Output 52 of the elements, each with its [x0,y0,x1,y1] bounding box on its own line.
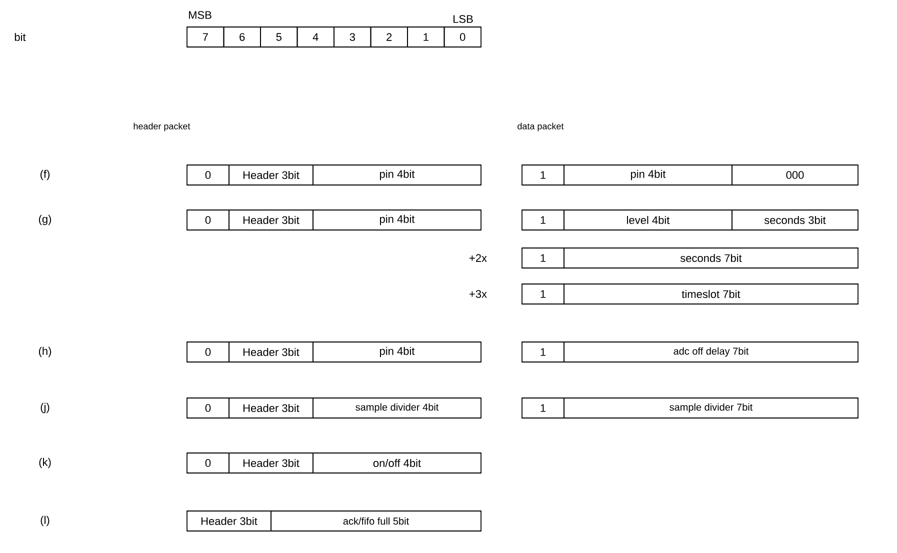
bit-field-cell: 1 [522,210,564,230]
row-label: (f) [40,170,50,180]
row-label: (k) [39,458,51,468]
bit-field-cell: pin 4bit [312,164,482,186]
row-label: (g) [38,214,52,226]
row-label: (h) [38,346,52,358]
bit-field-cell: 0 [186,164,230,186]
bit-field-cell: Header 3bit [186,510,272,532]
section-heading: header packet [134,122,190,132]
bit-field-cell: 0 [186,398,230,418]
bit-label: LSB [454,15,473,23]
row-label: bit [14,32,26,42]
bit-field-cell: 000 [732,164,858,186]
bit-field-cell: sample divider 7bit [564,398,858,418]
bit-field-cell: 1 [522,284,564,304]
bit-label: MSB [189,11,212,19]
bit-field-cell: 0 [444,26,482,48]
bit-field-cell: 6 [223,26,261,48]
bit-field-cell: 0 [186,452,230,474]
section-heading: data packet [518,122,564,132]
bit-field-cell: sample divider 4bit [312,398,482,418]
bit-field-cell: 1 [522,398,564,418]
bit-field-cell: 1 [407,26,445,48]
bit-field-cell: 4 [296,26,334,48]
bit-field-cell: 5 [260,26,298,48]
bit-field-cell: pin 4bit [312,210,482,230]
bit-field-cell: pin 4bit [312,342,482,362]
bit-field-cell: timeslot 7bit [564,284,858,304]
bit-field-cell: level 4bit [564,210,732,230]
bit-field-cell: 0 [186,210,230,230]
bit-field-cell: adc off delay 7bit [564,342,858,362]
bit-field-cell: 3 [334,26,372,48]
bit-field-cell: 1 [522,248,564,268]
repeat-label: +3x [470,290,487,298]
repeat-label: +2x [470,254,487,262]
bit-field-cell: Header 3bit [228,342,314,362]
bit-field-cell: 1 [522,342,564,362]
bit-field-cell: Header 3bit [228,164,314,186]
bit-field-cell: seconds 7bit [564,248,858,268]
bit-field-cell: ack/fifo full 5bit [270,510,482,532]
row-label: (l) [40,516,50,526]
bit-field-cell: on/off 4bit [312,452,482,474]
row-label: (j) [40,402,50,414]
bit-field-cell: 1 [522,164,564,186]
bit-field-cell: Header 3bit [228,210,314,230]
bit-field-cell: 0 [186,342,230,362]
bit-field-cell: Header 3bit [228,452,314,474]
bit-field-cell: 2 [370,26,408,48]
bit-field-cell: Header 3bit [228,398,314,418]
bit-field-cell: seconds 3bit [732,210,858,230]
bit-field-cell: pin 4bit [564,164,732,186]
bit-field-cell: 7 [186,26,224,48]
